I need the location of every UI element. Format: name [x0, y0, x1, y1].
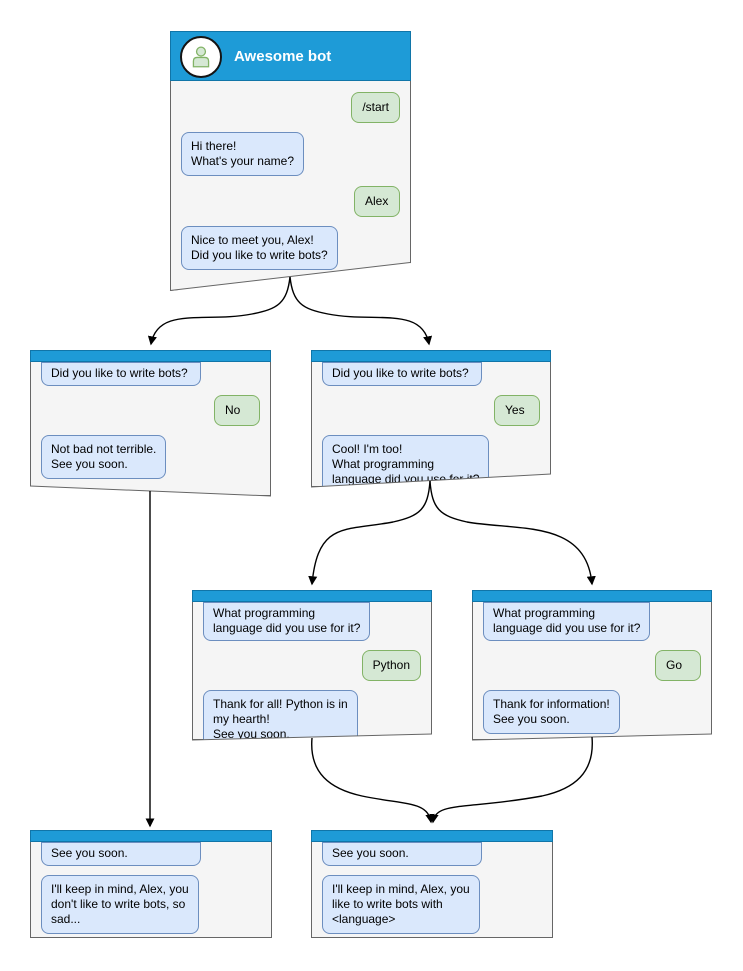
- chat-header-bar: [472, 590, 712, 602]
- bot-message: Hi there! What's your name?: [181, 132, 305, 176]
- connector-go-to-end: [429, 736, 593, 824]
- chat-messages: Did you like to write bots? No Not bad n…: [31, 362, 270, 487]
- chat-node-python: What programming language did you use fo…: [192, 590, 432, 740]
- chat-messages: What programming language did you use fo…: [473, 602, 711, 740]
- bot-echo-message: What programming language did you use fo…: [203, 602, 371, 641]
- user-message: Alex: [354, 186, 400, 217]
- bot-message: Nice to meet you, Alex! Did you like to …: [181, 226, 338, 270]
- user-message: Yes: [494, 395, 540, 426]
- chat-header-bar: [311, 350, 551, 362]
- bot-echo-message: See you soon.: [41, 842, 201, 866]
- bot-message: Thank for all! Python is in my hearth! S…: [203, 690, 358, 740]
- user-message: /start: [351, 92, 400, 123]
- chat-node-yes-branch: Did you like to write bots? Yes Cool! I'…: [311, 350, 551, 487]
- chat-header-bar: [30, 830, 272, 842]
- user-message: No: [214, 395, 260, 426]
- user-message: Python: [361, 650, 421, 681]
- chat-node-start: Awesome bot /start Hi there! What's your…: [170, 31, 411, 291]
- bot-message: Cool! I'm too! What programming language…: [322, 435, 490, 487]
- chat-node-go: What programming language did you use fo…: [472, 590, 712, 740]
- bot-message: I'll keep in mind, Alex, you like to wri…: [322, 875, 480, 934]
- connector-python-to-end: [311, 737, 435, 824]
- chat-messages: See you soon. I'll keep in mind, Alex, y…: [312, 842, 552, 942]
- connector-yes-to-go: [429, 480, 596, 586]
- bot-title: Awesome bot: [234, 47, 332, 65]
- chat-node-no-branch: Did you like to write bots? No Not bad n…: [30, 350, 271, 496]
- chat-node-end-no: See you soon. I'll keep in mind, Alex, y…: [30, 830, 272, 938]
- bot-avatar-icon: [180, 35, 222, 78]
- bot-message: Not bad not terrible. See you soon.: [41, 435, 167, 479]
- chat-messages: /start Hi there! What's your name? Alex …: [171, 81, 410, 278]
- chat-header-bar: [192, 590, 432, 602]
- bot-echo-message: What programming language did you use fo…: [483, 602, 651, 641]
- bot-echo-message: Did you like to write bots?: [322, 362, 482, 386]
- connector-yes-to-python: [308, 480, 431, 586]
- chat-header-bar: [311, 830, 553, 842]
- chat-header-bar: [30, 350, 271, 362]
- bot-message: I'll keep in mind, Alex, you don't like …: [41, 875, 199, 934]
- bot-echo-message: See you soon.: [322, 842, 482, 866]
- user-message: Go: [655, 650, 701, 681]
- chat-messages: What programming language did you use fo…: [193, 602, 431, 740]
- chat-messages: Did you like to write bots? Yes Cool! I'…: [312, 362, 550, 487]
- bot-echo-message: Did you like to write bots?: [41, 362, 201, 386]
- connector-start-to-yes: [289, 276, 433, 346]
- bot-message: Thank for information! See you soon.: [483, 690, 620, 734]
- chat-messages: See you soon. I'll keep in mind, Alex, y…: [31, 842, 271, 942]
- chat-node-end-language: See you soon. I'll keep in mind, Alex, y…: [311, 830, 553, 938]
- chat-header: Awesome bot: [170, 31, 411, 81]
